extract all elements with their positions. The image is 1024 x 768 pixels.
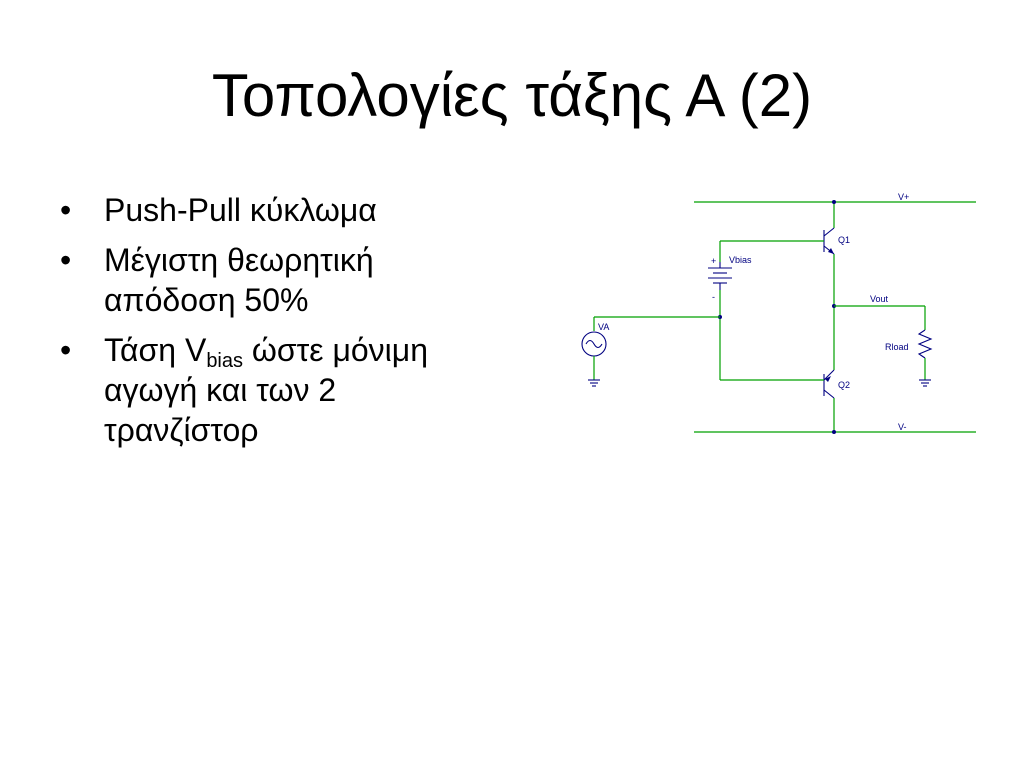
bullet-text-suffix: ώστε μόνιμη αγωγή και των 2 τρανζίστορ [104, 332, 429, 448]
bullet-text: Push-Pull κύκλωμα [104, 192, 377, 228]
junction-dot [832, 200, 836, 204]
bullet-text: Τάση Vbias ώστε μόνιμη αγωγή και των 2 τ… [104, 332, 428, 448]
bullet-item: • Μέγιστη θεωρητική απόδοση 50% [60, 240, 480, 320]
slide-title: Τοπολογίες τάξης Α (2) [211, 62, 813, 129]
vout-label: Vout [870, 294, 889, 304]
junction-dot [832, 430, 836, 434]
bullet-dot: • [60, 332, 72, 368]
bullet-text-prefix: Τάση V [104, 332, 207, 368]
bullet-item: • Push-Pull κύκλωμα [60, 190, 480, 230]
vbias-battery-icon [708, 262, 732, 290]
bullet-item: • Τάση Vbias ώστε μόνιμη αγωγή και των 2… [60, 330, 480, 450]
rload-ground-icon [919, 379, 931, 387]
bullet-subscript: bias [206, 350, 244, 372]
vbias-label: Vbias [729, 255, 752, 265]
push-pull-circuit-diagram: V+ V- Q1 Q2 [581, 192, 976, 434]
q1-label: Q1 [838, 235, 850, 245]
q2-transistor [823, 369, 835, 399]
vbias-plus-sign: + [711, 256, 716, 266]
va-label: VA [598, 322, 609, 332]
bullet-dot: • [60, 242, 72, 278]
bullet-text: Μέγιστη θεωρητική απόδοση 50% [104, 242, 374, 318]
sine-wave-icon [585, 339, 603, 349]
rload-label: Rload [885, 342, 909, 352]
vminus-label: V- [898, 422, 907, 432]
vbias-minus-sign: - [712, 292, 715, 302]
bullet-dot: • [60, 192, 72, 228]
q2-label: Q2 [838, 380, 850, 390]
va-ground-icon [588, 379, 600, 387]
vplus-label: V+ [898, 192, 909, 202]
rload-resistor-icon [917, 329, 933, 359]
q1-transistor [823, 227, 835, 255]
bullet-list: • Push-Pull κύκλωμα • Μέγιστη θεωρητική … [60, 190, 480, 460]
